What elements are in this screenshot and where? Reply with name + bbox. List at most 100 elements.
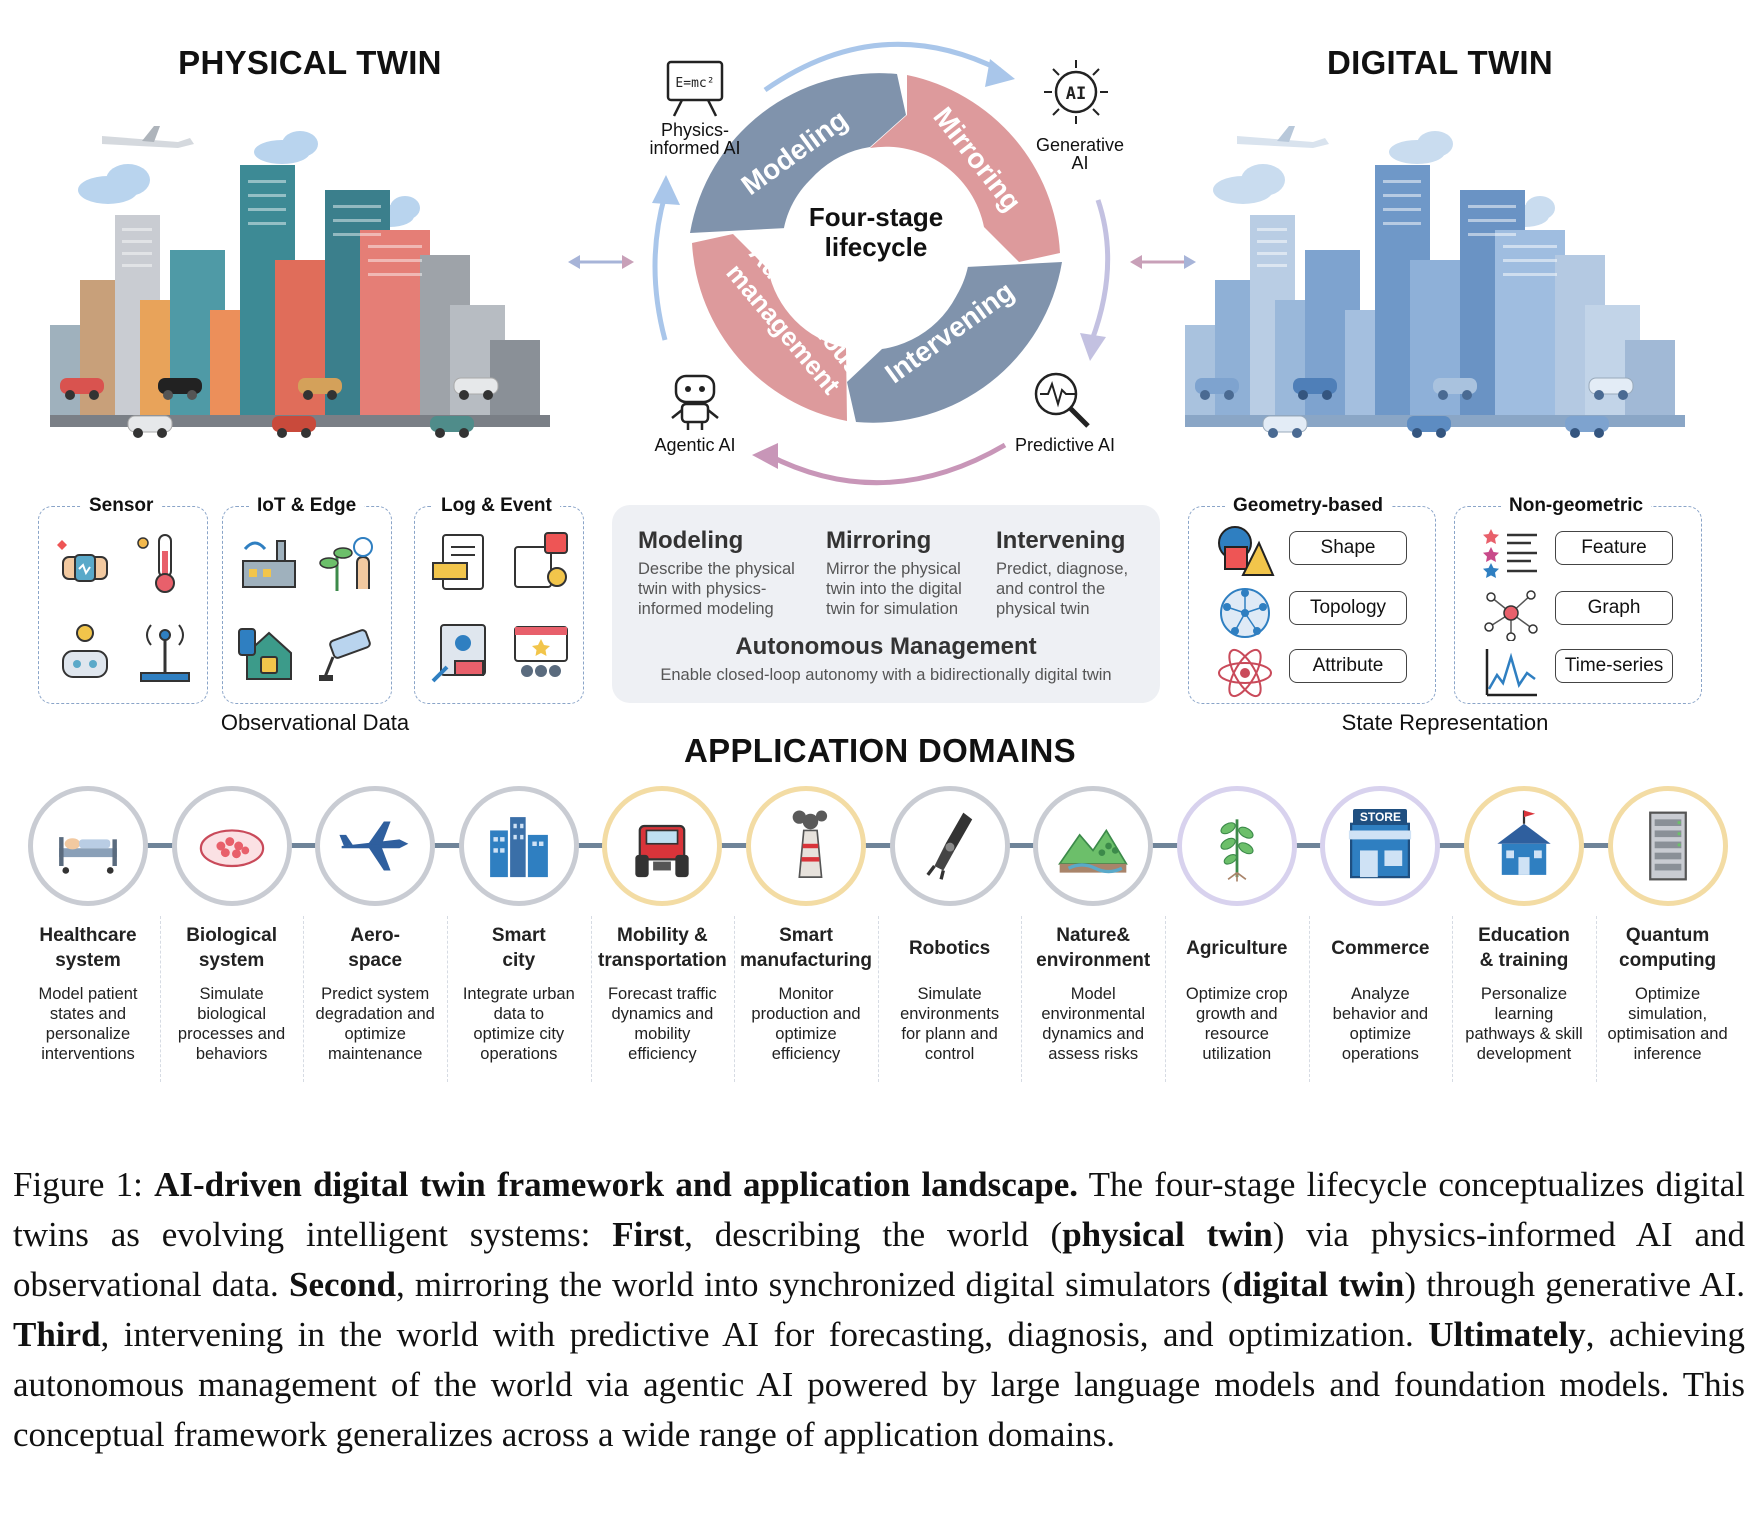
flow-arrow-right — [1089, 199, 1111, 341]
feature-list-icon — [1483, 529, 1537, 578]
segment-intervening — [847, 262, 1062, 423]
caption-text: , achieving autonomous management of the… — [13, 1315, 1745, 1454]
landscape-icon — [1058, 828, 1128, 874]
car-icon — [430, 416, 474, 438]
domain-separator — [303, 916, 305, 1082]
shape-icon — [1218, 526, 1275, 576]
log-file-icon — [432, 534, 484, 590]
state-representation-label: State Representation — [1341, 710, 1549, 735]
caption-label: Figure 1: — [13, 1165, 143, 1204]
domain-description: Monitor production and optimize efficien… — [751, 985, 861, 1063]
predictive-ai-icon — [1034, 372, 1090, 428]
log-event-box: Log & Event — [414, 495, 584, 704]
domain-separator — [1165, 916, 1166, 1082]
camera-icon — [319, 629, 371, 681]
domain-icon-circle — [28, 786, 148, 906]
blackboard-formula-icon: E=mc² — [666, 60, 724, 117]
non-geometric-title: Non-geometric — [1501, 495, 1652, 517]
cloud-icon — [254, 131, 318, 164]
factory-chimney-icon — [792, 810, 828, 878]
observational-data-label: Observational Data — [220, 710, 410, 735]
car-icon — [1433, 378, 1477, 400]
formula-text: E=mc² — [675, 76, 714, 91]
bidirectional-arrow-icon — [1130, 255, 1196, 269]
robot-agent-icon — [671, 374, 719, 430]
stage-title: Modeling — [638, 527, 744, 554]
domain-title: Smart city — [491, 925, 546, 971]
caption-text: , intervening in the world with predicti… — [100, 1315, 1429, 1354]
car-icon — [272, 416, 316, 438]
domain-description: Integrate urban data to optimize city op… — [462, 985, 575, 1063]
car-icon — [60, 378, 104, 400]
iot-edge-title: IoT & Edge — [249, 495, 365, 517]
caption-title: AI-driven digital twin framework and app… — [154, 1165, 1079, 1204]
generative-ai-icon: AI — [1044, 60, 1108, 124]
application-domains-title: APPLICATION DOMAINS — [684, 732, 1076, 769]
domain-title: Aero- space — [348, 925, 403, 971]
cloud-icon — [1389, 131, 1453, 164]
autonomous-desc: Enable closed-loop autonomy with a bidir… — [660, 666, 1112, 684]
domain-separator — [447, 916, 448, 1082]
shape-pill: Shape — [1289, 531, 1407, 565]
domain-description: Personalize learning pathways & skill de… — [1465, 985, 1583, 1063]
cloud-icon — [1213, 164, 1285, 204]
caption-text: , describing the world ( — [684, 1215, 1063, 1254]
graph-icon — [1484, 590, 1538, 641]
stage-intervening: Intervening Predict, diagnose,and contro… — [996, 527, 1156, 619]
domain-description: Model environmental dynamics and assess … — [1041, 985, 1145, 1063]
airplane-icon — [339, 821, 409, 871]
antenna-icon — [140, 624, 190, 682]
geometry-based-title: Geometry-based — [1225, 495, 1391, 517]
domain-icon-circle — [1607, 786, 1728, 906]
caption-text: ) via physics-informed AI and observatio… — [13, 1215, 1746, 1304]
car-icon — [1293, 378, 1337, 400]
agentic-ai-label: Agentic AI — [654, 435, 736, 455]
caption-text: The four-stage lifecycle conceptualizes … — [13, 1165, 1746, 1254]
topology-pill: Topology — [1289, 591, 1407, 625]
domain-description: Optimize crop growth and resource utiliz… — [1185, 985, 1288, 1063]
domain-separator — [1452, 916, 1454, 1082]
flow-arrow-left — [652, 194, 668, 341]
hospital-bed-icon — [59, 837, 117, 874]
server-rack-icon — [1648, 811, 1687, 881]
domain-icon-circle — [315, 786, 436, 906]
domain-title: Healthcare system — [39, 925, 137, 971]
domain-title: Robotics — [908, 937, 991, 959]
domain-description: Model patient states and personalize int… — [38, 985, 138, 1063]
car-icon — [1262, 415, 1308, 438]
stage-title: Mirroring — [826, 527, 932, 554]
domain-description: Analyze behavior and optimize operations — [1332, 985, 1429, 1063]
domain-icon-circle — [1176, 786, 1297, 906]
alert-doc-icon — [514, 532, 568, 588]
domain-icon-circle — [171, 786, 292, 906]
domain-separator — [1595, 916, 1597, 1082]
digital-city-illustration — [1185, 126, 1685, 438]
atom-icon — [1218, 648, 1272, 698]
domain-title: Agriculture — [1186, 937, 1288, 959]
car-icon — [1195, 378, 1239, 400]
robot-arm-icon — [926, 812, 972, 880]
tractor-icon — [635, 824, 690, 878]
smart-home-icon — [238, 628, 292, 680]
plant-icon — [1220, 819, 1254, 882]
car-icon — [453, 377, 499, 400]
domain-icon-circle — [746, 786, 866, 906]
time-series-icon — [1485, 649, 1537, 697]
smart-plant-icon — [319, 537, 373, 591]
store-badge: STORE — [1353, 809, 1408, 825]
domain-separator — [590, 916, 592, 1082]
petri-dish-icon — [199, 829, 264, 868]
car-icon — [158, 378, 202, 400]
domain-separator — [1308, 916, 1310, 1082]
export-icon — [431, 624, 486, 683]
domain-icon-circle — [602, 786, 723, 906]
